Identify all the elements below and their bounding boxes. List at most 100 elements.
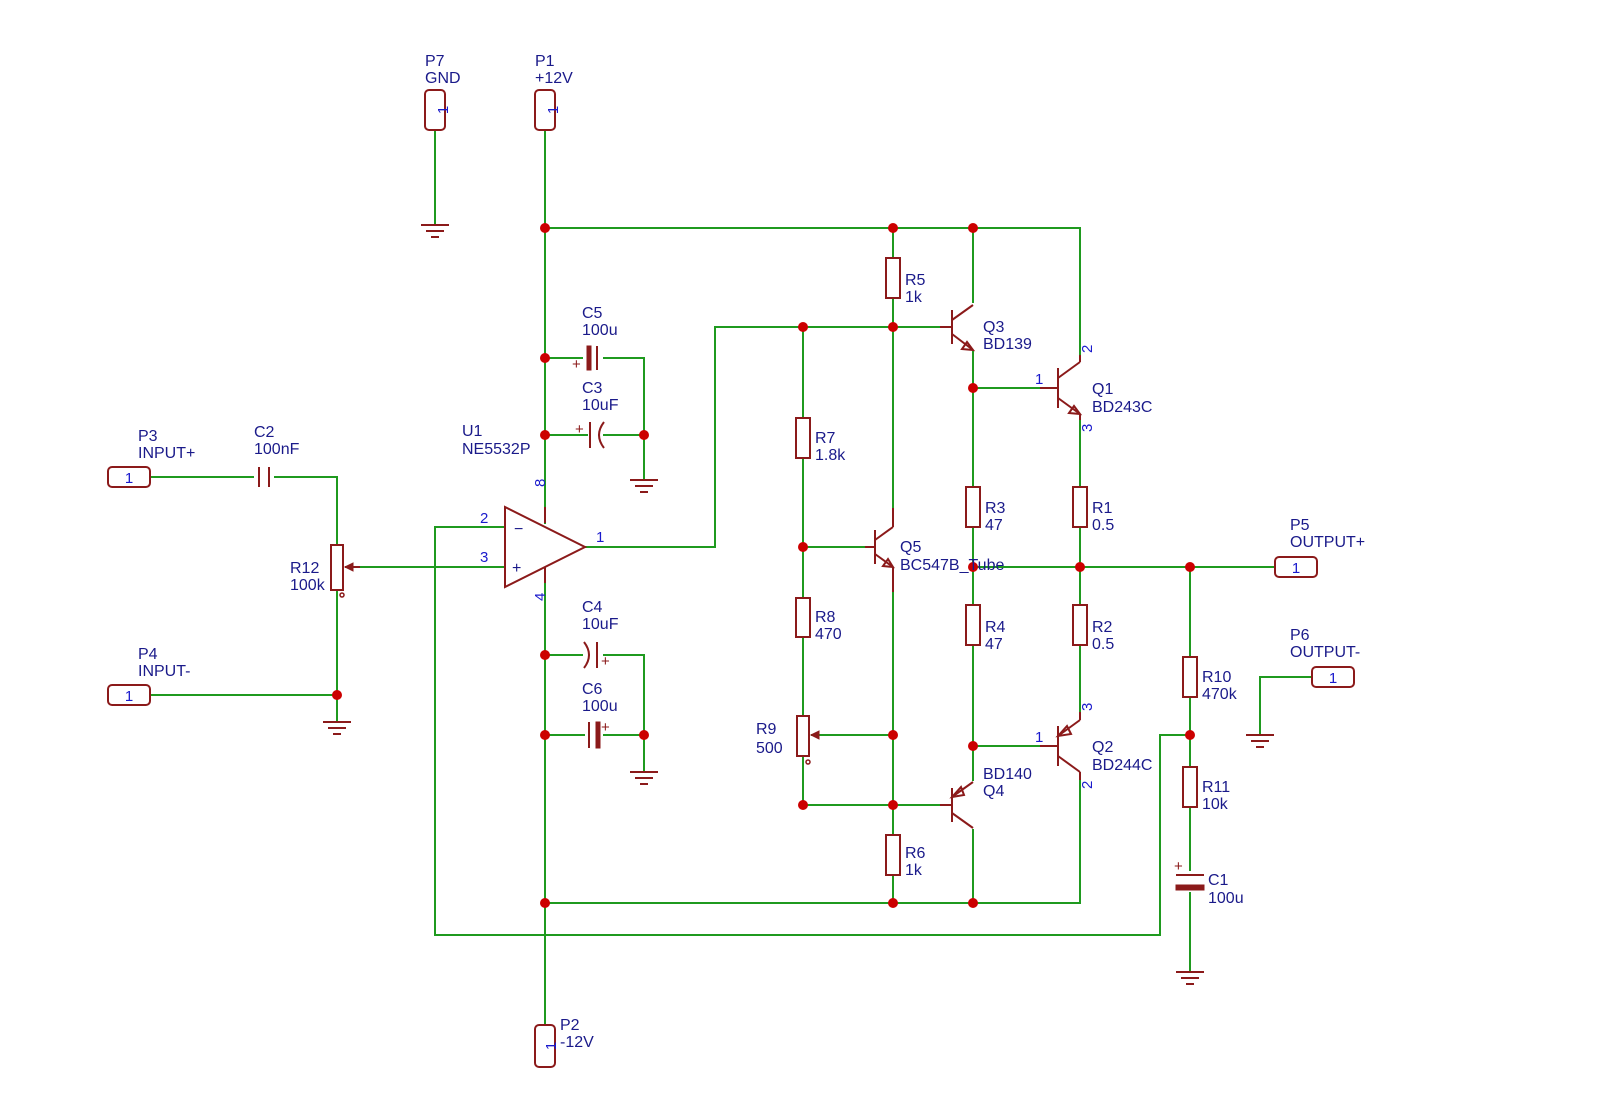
r2-ref: R2: [1092, 619, 1113, 636]
q5-ref: Q5: [900, 539, 921, 556]
pin-number: 1: [1035, 729, 1043, 746]
pin-number: 3: [1079, 703, 1096, 711]
r11-ref: R11: [1202, 779, 1230, 796]
capacitor-c3: + C3 10uF: [575, 380, 619, 449]
r1-value: 0.5: [1092, 517, 1114, 534]
resistor-r1: R1 0.5: [1072, 486, 1114, 534]
opamp-u1: − + 2 3 1 8 4 U1 NE5532P: [462, 423, 604, 601]
c2-ref: C2: [254, 424, 275, 441]
polarity-mark: +: [575, 421, 584, 438]
resistor-r4: R4 47: [965, 604, 1006, 653]
junctions: [332, 223, 1195, 908]
r12-ref: R12: [290, 560, 319, 577]
resistor-r5: R5 1k: [885, 257, 926, 306]
connector-p6: 1 P6 OUTPUT-: [1290, 627, 1360, 688]
potentiometer-r12: R12 100k: [290, 544, 360, 598]
c5-value: 100u: [582, 322, 618, 339]
u1-value: NE5532P: [462, 441, 531, 458]
polarity-mark: +: [601, 719, 610, 736]
pin-number: 2: [480, 510, 488, 527]
resistor-r8: R8 470: [795, 597, 842, 643]
r6-value: 1k: [905, 862, 923, 879]
ground-icon: [421, 224, 449, 238]
connector-pin-number: 1: [125, 688, 133, 705]
r3-ref: R3: [985, 500, 1006, 517]
capacitor-c6: + C6 100u: [582, 681, 618, 749]
ground-icon: [323, 721, 351, 735]
r10-ref: R10: [1202, 669, 1231, 686]
r4-value: 47: [985, 636, 1003, 653]
p1-value: +12V: [535, 70, 573, 87]
p4-ref: P4: [138, 646, 158, 663]
connector-pin-number: 1: [1329, 670, 1337, 687]
p2-value: -12V: [560, 1034, 594, 1051]
p1-ref: P1: [535, 53, 555, 70]
q3-value: BD139: [983, 336, 1032, 353]
c1-value: 100u: [1208, 890, 1244, 907]
r4-ref: R4: [985, 619, 1006, 636]
r5-value: 1k: [905, 289, 923, 306]
r7-ref: R7: [815, 430, 836, 447]
transistor-q4: BD140 Q4: [940, 766, 1032, 829]
connector-p7: 1 P7 GND: [424, 53, 461, 131]
p5-ref: P5: [1290, 517, 1310, 534]
resistor-r7: R7 1.8k: [795, 417, 846, 464]
p6-value: OUTPUT-: [1290, 644, 1360, 661]
capacitor-c5: + C5 100u: [572, 305, 618, 373]
p6-ref: P6: [1290, 627, 1310, 644]
connector-pin-number: 1: [435, 106, 452, 114]
r5-ref: R5: [905, 272, 926, 289]
q2-ref: Q2: [1092, 739, 1113, 756]
resistor-r11: R11 10k: [1182, 766, 1230, 813]
transistor-q5: Q5 BC547B_Tube: [865, 508, 1004, 592]
c3-value: 10uF: [582, 397, 619, 414]
capacitor-c1: + C1 100u: [1174, 858, 1244, 907]
q1-value: BD243C: [1092, 399, 1152, 416]
polarity-mark: +: [572, 356, 581, 373]
ground-icon: [630, 771, 658, 785]
c6-value: 100u: [582, 698, 618, 715]
ground-icon: [1246, 734, 1274, 748]
pin-number: 2: [1079, 345, 1096, 353]
transistor-q2: 1 3 2 Q2 BD244C: [1035, 703, 1152, 789]
r2-value: 0.5: [1092, 636, 1114, 653]
r6-ref: R6: [905, 845, 926, 862]
q1-ref: Q1: [1092, 381, 1113, 398]
r9-ref: R9: [756, 721, 777, 738]
transistor-q1: 1 2 3 Q1 BD243C: [1035, 345, 1152, 432]
pin-number: 4: [532, 593, 549, 601]
pin-number: 3: [480, 549, 488, 566]
r8-ref: R8: [815, 609, 836, 626]
ground-symbols: [323, 224, 1274, 985]
connector-p4: 1 P4 INPUT-: [107, 646, 190, 706]
c1-ref: C1: [1208, 872, 1229, 889]
capacitor-c2: C2 100nF: [254, 424, 300, 487]
q5-value: BC547B_Tube: [900, 557, 1004, 574]
p7-ref: P7: [425, 53, 445, 70]
q4-value: BD140: [983, 766, 1032, 783]
q2-value: BD244C: [1092, 757, 1152, 774]
connector-pin-number: 1: [543, 1042, 560, 1050]
capacitor-c4: + C4 10uF: [582, 599, 619, 670]
connector-p1: 1 P1 +12V: [534, 53, 573, 131]
q3-ref: Q3: [983, 319, 1004, 336]
resistor-r2: R2 0.5: [1072, 604, 1114, 653]
r1-ref: R1: [1092, 500, 1113, 517]
polarity-mark: +: [1174, 858, 1183, 875]
c4-value: 10uF: [582, 616, 619, 633]
connector-p2: 1 P2 -12V: [534, 1017, 594, 1068]
p5-value: OUTPUT+: [1290, 534, 1365, 551]
pin-number: 3: [1079, 424, 1096, 432]
q4-ref: Q4: [983, 783, 1004, 800]
p3-ref: P3: [138, 428, 158, 445]
opamp-inverting-sign: −: [514, 521, 523, 538]
u1-ref: U1: [462, 423, 483, 440]
c6-ref: C6: [582, 681, 603, 698]
r7-value: 1.8k: [815, 447, 846, 464]
connector-pin-number: 1: [1292, 560, 1300, 577]
polarity-mark: +: [601, 653, 610, 670]
p2-ref: P2: [560, 1017, 580, 1034]
pin-number: 2: [1079, 781, 1096, 789]
pin-number: 1: [596, 529, 604, 546]
r9-value: 500: [756, 740, 783, 757]
